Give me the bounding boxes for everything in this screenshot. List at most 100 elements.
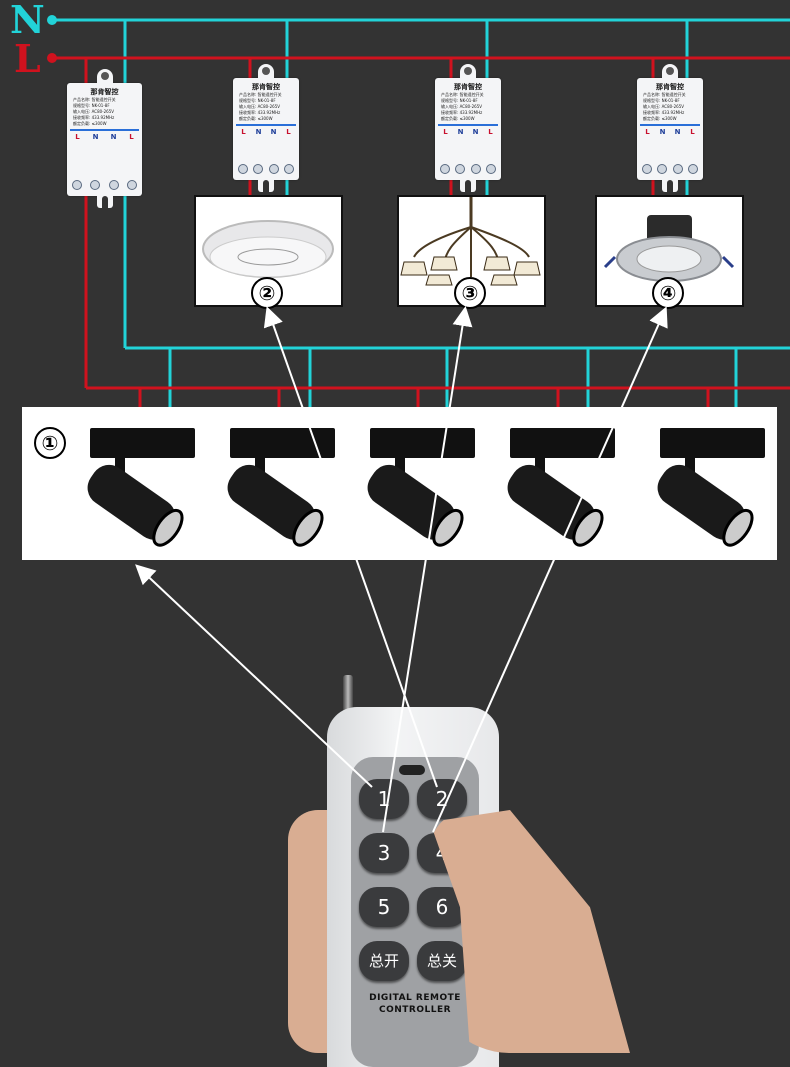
module-spec: 产品名称: 智能遥控开关 <box>441 92 484 97</box>
live-terminal-dot <box>47 53 57 63</box>
module-spec: 输入电压: AC80-265V <box>73 109 114 114</box>
terminal-label: N <box>110 133 117 141</box>
screw-terminal <box>90 180 101 190</box>
terminal-label: L <box>286 128 291 136</box>
terminal-label: N <box>472 128 479 136</box>
module-spec: 额定负载: ≤300W <box>441 116 475 121</box>
mount-tab <box>662 178 678 192</box>
remote-button-5[interactable]: 5 <box>359 887 409 927</box>
screw-terminal <box>108 180 119 190</box>
remote-button-1[interactable]: 1 <box>359 779 409 819</box>
load-number-3: ③ <box>454 277 486 309</box>
module-spec: 接收频率: 433.92MHz <box>643 110 685 115</box>
divider <box>438 124 498 126</box>
module-spec: 接收频率: 433.92MHz <box>73 115 115 120</box>
module-spec: 规格型号: NK-01-8F <box>441 98 478 103</box>
module-spec: 额定负载: ≤300W <box>643 116 677 121</box>
terminal-label: N <box>659 128 666 136</box>
load-number-2: ② <box>251 277 283 309</box>
track-spotlight-panel: ① <box>22 407 777 560</box>
module-spec: 规格型号: NK-01-8F <box>643 98 680 103</box>
neutral-terminal-dot <box>47 15 57 25</box>
terminal-label: L <box>690 128 695 136</box>
track-spotlight-icon <box>657 428 765 547</box>
mount-tab <box>662 64 678 82</box>
mount-tab <box>96 69 113 87</box>
module-spec: 规格型号: NK-01-8F <box>73 103 110 108</box>
divider <box>236 124 296 126</box>
remote-button-3[interactable]: 3 <box>359 833 409 873</box>
downlight-icon <box>603 215 735 282</box>
load-number-4: ④ <box>652 277 684 309</box>
terminal-label: N <box>92 133 99 141</box>
screw-terminal <box>672 164 683 174</box>
mount-tab <box>460 64 476 82</box>
screw-terminal <box>642 164 652 174</box>
module-brand: 那肯智控 <box>90 88 119 96</box>
screw-terminal <box>440 164 450 174</box>
terminal-label: L <box>645 128 650 136</box>
module-brand: 那肯智控 <box>252 83 280 91</box>
chandelier-icon <box>400 197 541 286</box>
live-label: L <box>14 36 41 81</box>
remote-button-2[interactable]: 2 <box>417 779 467 819</box>
screw-terminal <box>657 164 668 174</box>
track-spotlight-icon <box>367 428 475 547</box>
module-spec: 输入电压: AC80-265V <box>239 104 280 109</box>
module-spec: 产品名称: 智能遥控开关 <box>643 92 686 97</box>
module-brand: 那肯智控 <box>656 83 684 91</box>
mount-tab <box>258 64 274 82</box>
neutral-label: N <box>10 0 45 42</box>
screw-terminal <box>126 180 137 190</box>
track-spotlight-icon <box>87 428 195 547</box>
module-brand: 那肯智控 <box>454 83 482 91</box>
module-spec: 输入电压: AC80-265V <box>441 104 482 109</box>
module-spec: 产品名称: 智能遥控开关 <box>239 92 282 97</box>
remote-button-8[interactable]: 总关 <box>417 941 467 981</box>
mount-tab <box>460 178 476 192</box>
downlight-box: ④ <box>595 195 744 309</box>
divider <box>70 129 139 131</box>
terminal-label: L <box>443 128 448 136</box>
terminal-label: L <box>75 133 80 141</box>
screw-terminal <box>470 164 481 174</box>
screw-terminal <box>283 164 294 174</box>
module-spec: 输入电压: AC80-265V <box>643 104 684 109</box>
chandelier-box: ③ <box>397 195 546 309</box>
led-indicator <box>399 765 425 775</box>
terminal-label: N <box>255 128 262 136</box>
module-spec: 规格型号: NK-01-8F <box>239 98 276 103</box>
module-spec: 接收频率: 433.92MHz <box>239 110 281 115</box>
terminal-label: L <box>129 133 134 141</box>
terminal-label: N <box>674 128 681 136</box>
track-spotlight-icon <box>227 428 335 547</box>
ceiling-light-icon <box>202 220 334 278</box>
ceiling-light-box: ② <box>194 195 343 309</box>
remote-button-7[interactable]: 总开 <box>359 941 409 981</box>
remote-caption-line2: CONTROLLER <box>378 1005 452 1015</box>
screw-terminal <box>455 164 466 174</box>
mount-tab <box>258 178 274 192</box>
remote-caption-line1: DIGITAL REMOTE <box>369 993 461 1003</box>
mount-tab <box>96 194 113 208</box>
module-spec: 额定负载: ≤300W <box>239 116 273 121</box>
load-number-1: ① <box>34 427 66 459</box>
divider <box>640 124 700 126</box>
screw-terminal <box>485 164 496 174</box>
screw-terminal <box>687 164 698 174</box>
terminal-label: L <box>241 128 246 136</box>
track-spotlight-icon <box>507 428 615 547</box>
screw-terminal <box>253 164 264 174</box>
remote-face: 123456总开总关 DIGITAL REMOTE CONTROLLER <box>351 757 479 1067</box>
screw-terminal <box>268 164 279 174</box>
screw-terminal <box>238 164 248 174</box>
module-spec: 接收频率: 433.92MHz <box>441 110 483 115</box>
module-spec: 产品名称: 智能遥控开关 <box>73 97 116 102</box>
